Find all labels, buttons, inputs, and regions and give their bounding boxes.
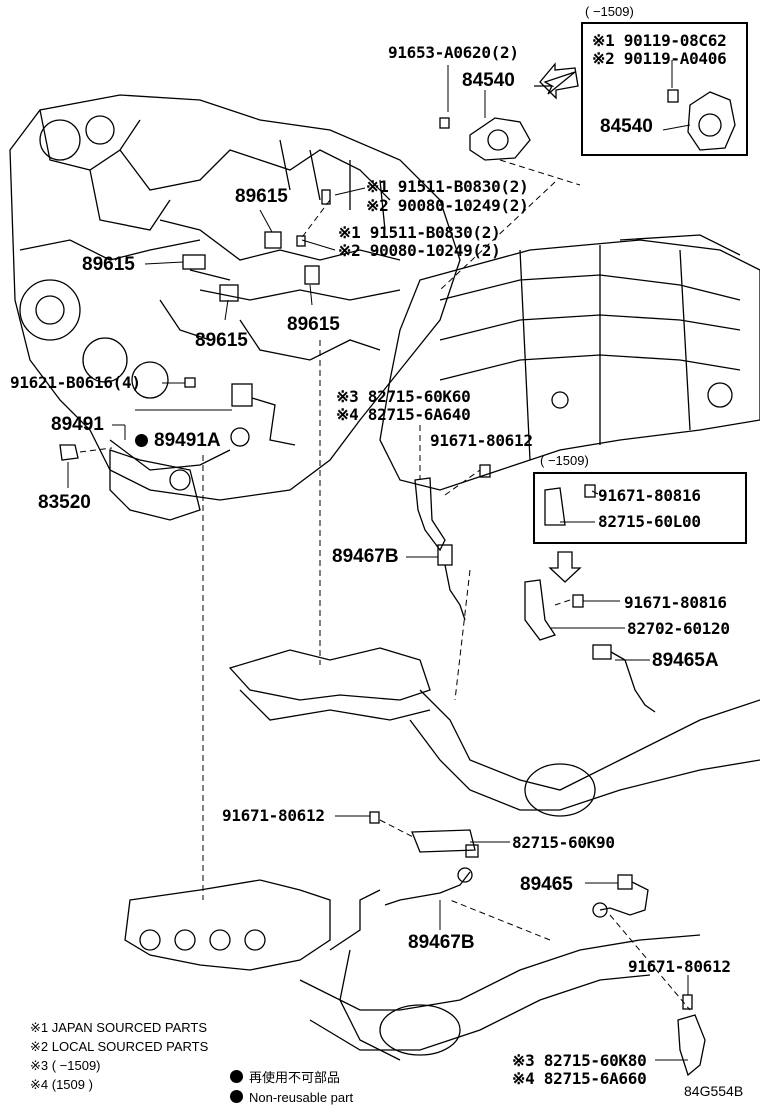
part-89615-a[interactable]: 89615 <box>235 186 288 207</box>
range-top-label: ( −1509) <box>585 4 634 19</box>
part-84540[interactable]: 84540 <box>462 70 515 91</box>
part-89467b-a[interactable]: 89467B <box>332 546 399 567</box>
diagram-code: 84G554B <box>684 1083 744 1099</box>
part-82715-60l00[interactable]: 82715-60L00 <box>598 512 701 531</box>
part-91671-80612-c[interactable]: 91671-80612 <box>628 957 731 976</box>
part-89465[interactable]: 89465 <box>520 874 573 895</box>
part-89465a[interactable]: 89465A <box>652 650 719 671</box>
part-82715-6a640[interactable]: ※4 82715-6A640 <box>336 405 471 424</box>
non-reusable-dot <box>135 434 148 447</box>
part-91511-b0830-a[interactable]: ※1 91511-B0830(2) <box>366 177 529 196</box>
part-90119-08c62[interactable]: ※1 90119-08C62 <box>592 31 727 50</box>
note-local-sourced: ※2 LOCAL SOURCED PARTS <box>30 1039 209 1054</box>
part-91671-80612-a[interactable]: 91671-80612 <box>430 431 533 450</box>
non-reusable-jp: 再使用不可部品 <box>230 1070 340 1085</box>
part-89491[interactable]: 89491 <box>51 414 104 435</box>
part-91671-80816-a[interactable]: 91671-80816 <box>598 486 701 505</box>
engine-illustration <box>9 94 461 501</box>
part-82715-60k80[interactable]: ※3 82715-60K80 <box>512 1051 647 1070</box>
part-90119-a0406[interactable]: ※2 90119-A0406 <box>592 49 727 68</box>
non-reusable-dot-en <box>230 1090 243 1103</box>
part-89615-c[interactable]: 89615 <box>195 330 248 351</box>
part-82702-60120[interactable]: 82702-60120 <box>627 619 730 638</box>
note-range-4: ※4 (1509 ) <box>30 1077 93 1092</box>
part-82715-60k90[interactable]: 82715-60K90 <box>512 833 615 852</box>
part-89491a[interactable]: 89491A <box>135 430 221 452</box>
part-84540-box[interactable]: 84540 <box>600 116 653 137</box>
part-89615-d[interactable]: 89615 <box>287 314 340 335</box>
transmission-illustration <box>379 234 760 491</box>
range-mid-label: ( −1509) <box>540 453 589 468</box>
part-82715-6a660[interactable]: ※4 82715-6A660 <box>512 1069 647 1088</box>
part-89615-b[interactable]: 89615 <box>82 254 135 275</box>
part-91671-80612-b[interactable]: 91671-80612 <box>222 806 325 825</box>
part-90080-10249-b[interactable]: ※2 90080-10249(2) <box>338 241 501 260</box>
part-91511-b0830-b[interactable]: ※1 91511-B0830(2) <box>338 223 501 242</box>
part-82715-60k60[interactable]: ※3 82715-60K60 <box>336 387 471 406</box>
non-reusable-dot-jp <box>230 1070 243 1083</box>
part-83520[interactable]: 83520 <box>38 492 91 513</box>
note-range-3: ※3 ( −1509) <box>30 1058 101 1073</box>
part-90080-10249-a[interactable]: ※2 90080-10249(2) <box>366 196 529 215</box>
variant-box-top <box>581 22 748 156</box>
part-91621-b0616[interactable]: 91621-B0616(4) <box>10 373 141 392</box>
part-91671-80816-b[interactable]: 91671-80816 <box>624 593 727 612</box>
note-japan-sourced: ※1 JAPAN SOURCED PARTS <box>30 1020 208 1035</box>
part-89467b-b[interactable]: 89467B <box>408 932 475 953</box>
variant-box-mid <box>533 472 747 544</box>
non-reusable-en: Non-reusable part <box>230 1090 353 1105</box>
part-91653-a0620[interactable]: 91653-A0620(2) <box>388 43 519 62</box>
